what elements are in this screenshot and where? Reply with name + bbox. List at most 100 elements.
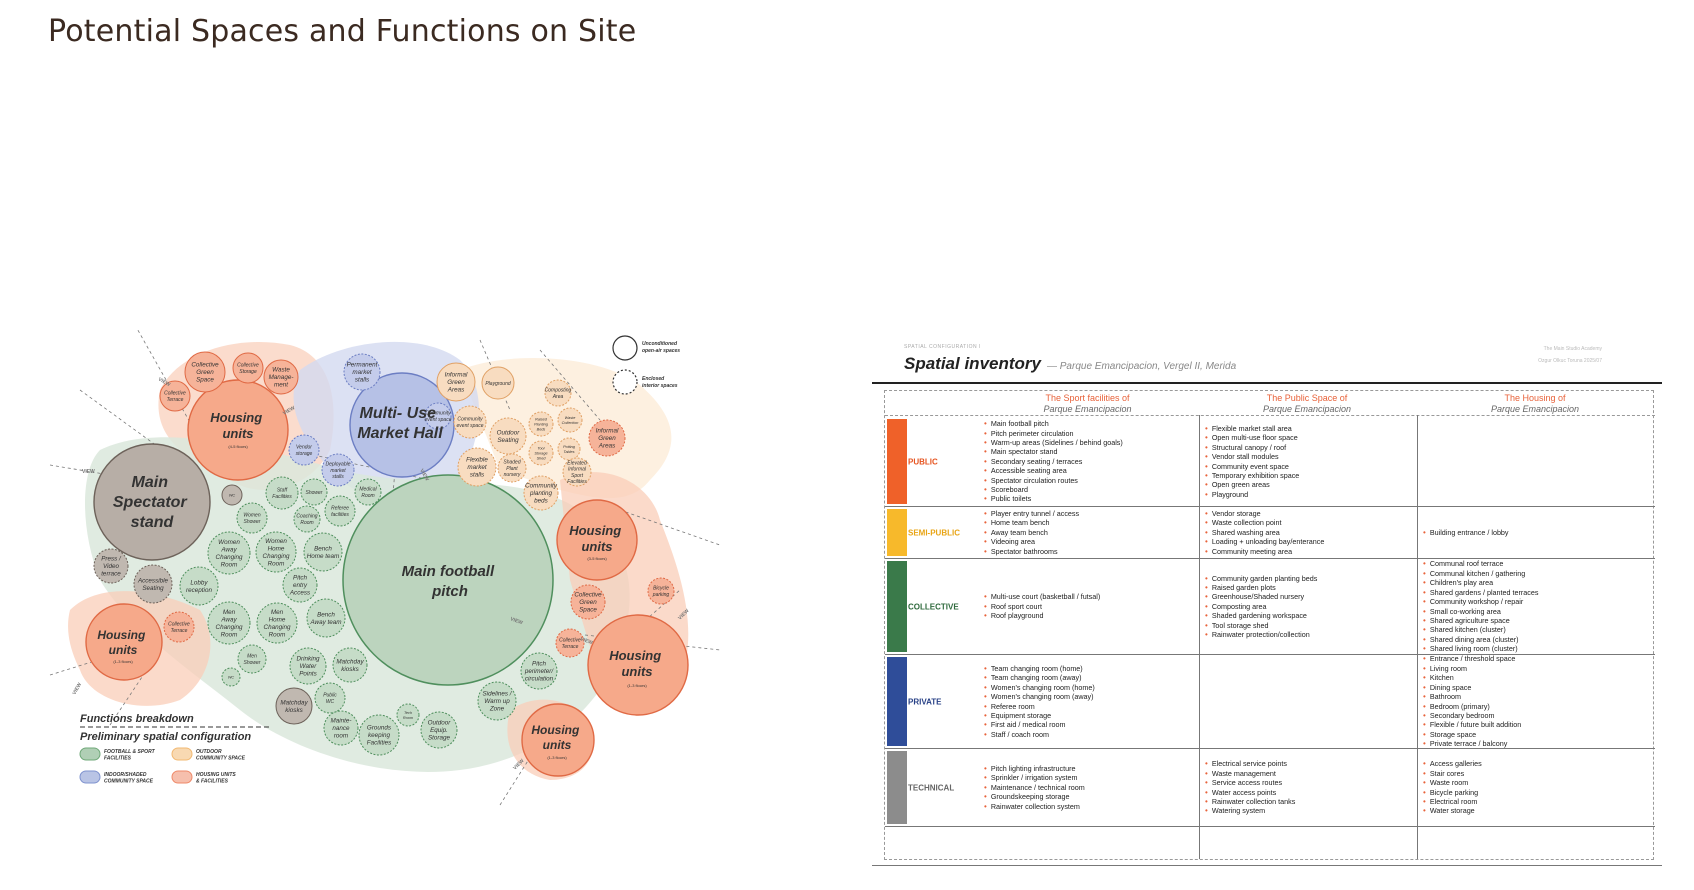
cell-sport: Player entry tunnel / accessHome team be… bbox=[980, 507, 1199, 558]
small-bubble-label-line: Away bbox=[220, 616, 237, 623]
inventory-ref-top: The Main Studio Academy bbox=[1543, 346, 1602, 352]
small-bubble-label-line: Areas bbox=[447, 387, 465, 394]
small-bubble bbox=[184, 351, 226, 393]
small-bubble-label-line: Raised bbox=[535, 417, 548, 421]
key-unconditioned-l2: open-air spaces bbox=[642, 348, 680, 354]
label-housing-left-sub: (1-3 floors) bbox=[113, 659, 133, 664]
cell-housing: Communal roof terraceCommunal kitchen / … bbox=[1419, 559, 1653, 654]
small-bubble-label-line: Tables bbox=[563, 450, 574, 454]
label-housing-top-l2: units bbox=[222, 426, 253, 441]
main-bubbles bbox=[85, 372, 689, 777]
legend-swatch bbox=[171, 747, 193, 761]
label-market-hall: Multi- Use Market Hall bbox=[357, 405, 443, 442]
legend-label-line: FOOTBALL & SPORT bbox=[104, 749, 156, 755]
list-item: Staff / coach room bbox=[984, 730, 1195, 739]
row-color-bar bbox=[887, 657, 907, 746]
bubble-housing-right bbox=[556, 499, 638, 581]
small-bubble-label-line: Community bbox=[457, 417, 483, 423]
list-item: Team changing room (home) bbox=[984, 664, 1195, 673]
label-football-pitch: Main football pitch bbox=[402, 563, 499, 600]
spatial-inventory: SPATIAL CONFIGURATION I Spatial inventor… bbox=[872, 340, 1662, 880]
small-bubble bbox=[528, 411, 554, 437]
bubble-main-stand bbox=[93, 443, 211, 561]
small-bubble bbox=[321, 453, 355, 487]
small-bubble-label-line: Access bbox=[289, 590, 311, 597]
small-bubble-label-line: Informal bbox=[445, 372, 468, 379]
list-item: Main football pitch bbox=[984, 419, 1195, 428]
cell-list: Entrance / threshold spaceLiving roomKit… bbox=[1423, 654, 1649, 748]
small-bubble bbox=[477, 681, 517, 721]
small-bubble bbox=[520, 652, 558, 690]
label-housing-right-l2: units bbox=[581, 539, 612, 554]
small-bubble-label-line: Waste bbox=[272, 367, 290, 374]
list-item: Rainwater collection tanks bbox=[1205, 797, 1413, 806]
list-item: Main spectator stand bbox=[984, 447, 1195, 456]
small-bubble bbox=[236, 502, 268, 534]
inventory-header-line bbox=[885, 415, 1655, 416]
small-bubble-label-line: entry bbox=[293, 582, 308, 589]
small-bubble bbox=[263, 359, 299, 395]
small-bubble-label-line: Shower bbox=[244, 660, 261, 666]
small-bubble-label-line: Playground bbox=[485, 381, 511, 387]
small-bubble bbox=[396, 703, 420, 727]
list-item: Stair cores bbox=[1423, 769, 1649, 778]
small-bubble-label-line: Home bbox=[269, 616, 286, 623]
list-item: Vendor stall modules bbox=[1205, 452, 1413, 461]
small-bubble-label-line: Storage bbox=[239, 369, 257, 375]
list-item: Structural canopy / roof bbox=[1205, 443, 1413, 452]
small-bubble-label-line: Room bbox=[403, 716, 413, 720]
small-bubble-label-line: Zone bbox=[489, 706, 505, 713]
key-unconditioned-icon bbox=[612, 335, 638, 361]
small-bubble bbox=[457, 447, 497, 487]
small-bubble-label-line: Facilities bbox=[367, 740, 392, 747]
small-bubble-label: WC bbox=[229, 493, 236, 497]
small-bubble bbox=[555, 628, 585, 658]
key-enclosed-label: Enclosed interior spaces bbox=[642, 376, 678, 389]
legend-label: HOUSING UNITS& FACILITIES bbox=[196, 772, 236, 785]
list-item: Access galleries bbox=[1423, 759, 1649, 768]
small-bubble-label-line: Points bbox=[299, 671, 317, 678]
small-bubble-label-line: Permanent bbox=[347, 362, 378, 369]
legend-title-1: Functions breakdown bbox=[80, 713, 194, 725]
bubble-housing-left bbox=[85, 603, 163, 681]
small-bubble-label-line: kiosks bbox=[341, 666, 359, 673]
list-item: Composting area bbox=[1205, 602, 1413, 611]
cell-list: Player entry tunnel / accessHome team be… bbox=[984, 509, 1195, 556]
label-football-pitch-l1: Main football bbox=[402, 563, 495, 580]
cell-housing bbox=[1419, 417, 1653, 506]
row-label: TECHNICAL bbox=[908, 783, 955, 793]
small-bubble-label-line: Community bbox=[425, 411, 451, 417]
list-item: Playground bbox=[1205, 490, 1413, 499]
column-header-sport: The Sport facilities of Parque Emancipac… bbox=[980, 393, 1195, 415]
small-bubble-label-line: keeping bbox=[368, 732, 391, 739]
small-bubble-label-line: Green bbox=[579, 599, 597, 606]
small-bubble-label-line: Vendor bbox=[296, 445, 312, 451]
small-bubble-label-line: Room bbox=[221, 631, 238, 638]
legend-swatch bbox=[171, 770, 193, 784]
list-item: Home team bench bbox=[984, 518, 1195, 527]
small-bubble bbox=[306, 598, 346, 638]
small-bubble-label-line: WC bbox=[228, 675, 235, 679]
small-bubble bbox=[133, 564, 173, 604]
small-bubble-label-line: Collective bbox=[191, 362, 219, 369]
cell-public: Community garden planting bedsRaised gar… bbox=[1201, 559, 1417, 654]
small-bubble bbox=[221, 667, 241, 687]
small-bubble-label-line: market bbox=[467, 464, 486, 471]
list-item: Bicycle parking bbox=[1423, 788, 1649, 797]
list-item: Shared kitchen (cluster) bbox=[1423, 625, 1649, 634]
legend-swatch bbox=[79, 747, 101, 761]
list-item: Loading + unloading bay/enterance bbox=[1205, 537, 1413, 546]
small-bubble bbox=[303, 532, 343, 572]
small-bubble-label-line: facilities bbox=[331, 512, 349, 518]
small-bubble bbox=[293, 505, 321, 533]
